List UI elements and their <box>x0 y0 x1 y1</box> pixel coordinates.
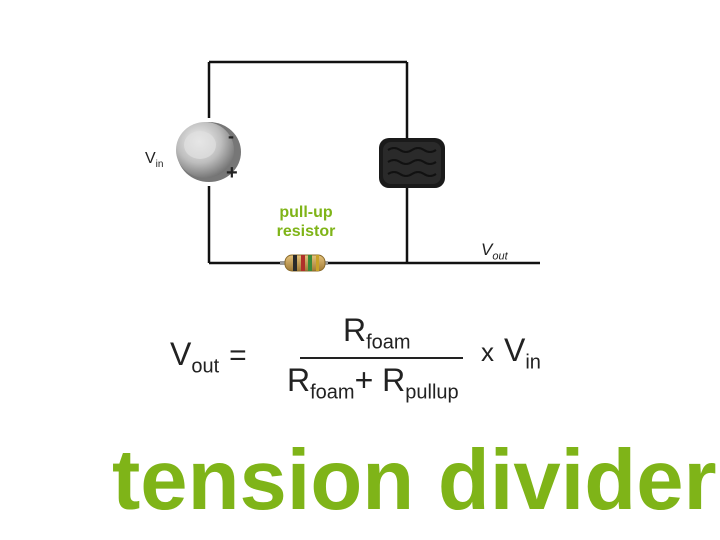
battery-minus-sign: - <box>228 126 234 146</box>
circuit-wires <box>207 60 540 265</box>
slide-title: tension divider <box>112 433 717 528</box>
formula-lhs: Vout= <box>170 336 247 378</box>
resistor-band-2 <box>301 255 305 271</box>
pull-up-resistor <box>280 254 328 272</box>
resistor-band-3 <box>308 255 312 271</box>
fraction-line <box>300 357 463 359</box>
foam-sensor <box>379 138 445 188</box>
battery-plus-sign: + <box>226 162 238 184</box>
battery-voltage-label: Vin <box>145 150 164 171</box>
resistor-label: pull-up resistor <box>276 204 336 240</box>
resistor-band-1 <box>293 255 297 271</box>
resistor-band-4 <box>316 255 319 271</box>
formula-numerator: Rfoam <box>343 312 411 354</box>
output-voltage-label: Vout <box>481 240 508 263</box>
battery-coin-cell <box>176 122 241 182</box>
formula-denominator: Rfoam+ Rpullup <box>287 362 459 404</box>
